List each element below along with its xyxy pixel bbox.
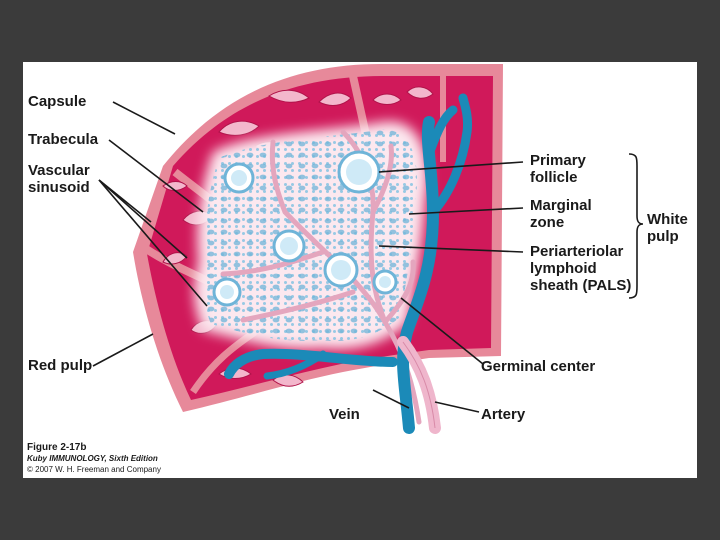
label-germinal-center: Germinal center [481, 358, 596, 375]
label-pals-line3: sheath (PALS) [530, 277, 632, 294]
caption-copyright: © 2007 W. H. Freeman and Company [27, 465, 161, 474]
spleen-diagram [92, 64, 644, 434]
label-primary-follicle-line1: Primary [530, 152, 586, 169]
label-primary-follicle-line2: follicle [530, 169, 578, 186]
caption-figure-number: Figure 2-17b [27, 442, 87, 453]
label-pals-line2: lymphoid [530, 260, 597, 277]
label-artery: Artery [481, 406, 526, 423]
label-white-pulp-line1: White [647, 211, 688, 228]
figure-slide: Capsule Trabecula Vascular sinusoid Red … [23, 62, 697, 478]
label-trabecula: Trabecula [28, 131, 99, 148]
label-white-pulp-line2: pulp [647, 228, 679, 245]
primary-follicles [212, 150, 398, 307]
white-pulp-bracket [628, 153, 644, 299]
label-marginal-zone-line1: Marginal [530, 197, 592, 214]
label-red-pulp: Red pulp [28, 357, 93, 374]
label-pals-line1: Periarteriolar [530, 243, 624, 260]
label-capsule: Capsule [28, 93, 87, 110]
label-vascular-sinusoid-line1: Vascular [28, 162, 90, 179]
vascular-sinusoids [162, 86, 434, 387]
leader-lines [92, 101, 524, 413]
arterioles [220, 129, 422, 425]
label-marginal-zone-line2: zone [530, 214, 565, 231]
label-vascular-sinusoid-line2: sinusoid [28, 179, 90, 196]
label-vein: Vein [329, 406, 360, 423]
vein [224, 93, 472, 434]
caption-book-title: Kuby IMMUNOLOGY, Sixth Edition [27, 454, 158, 463]
